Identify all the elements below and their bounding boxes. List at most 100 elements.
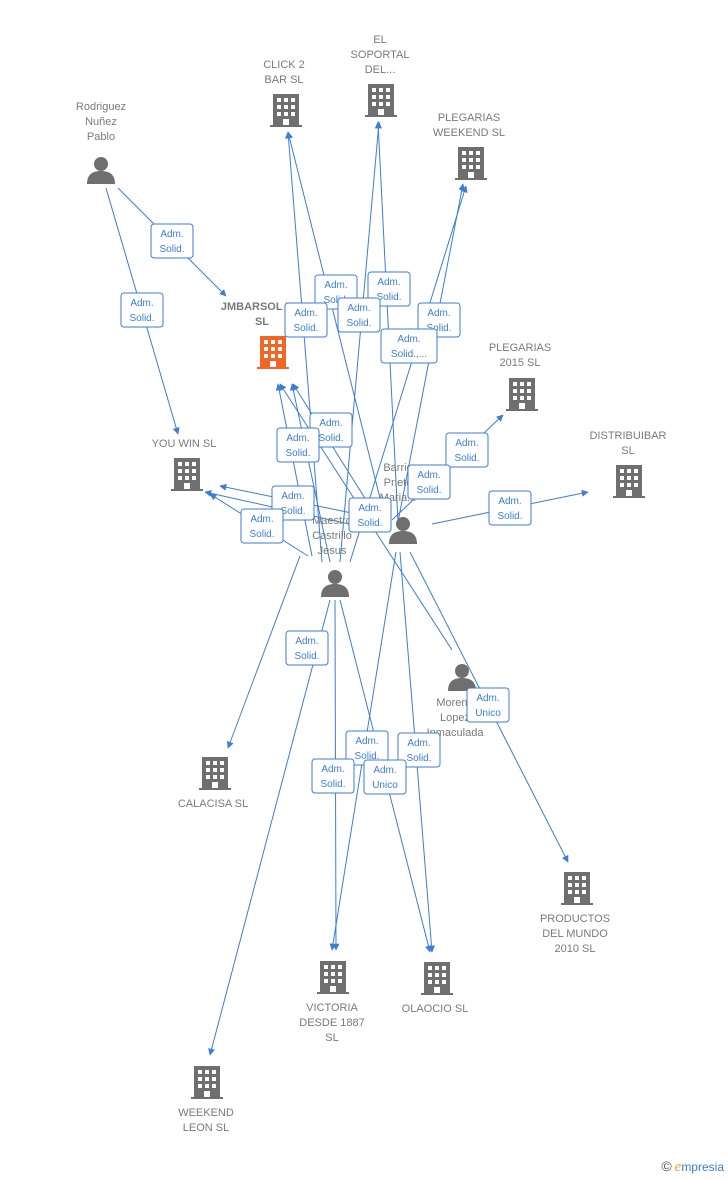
- node-label: PLEGARIAS: [489, 342, 551, 354]
- role-badge-text: Adm.: [319, 418, 342, 429]
- role-badge[interactable]: Adm. Solid.: [488, 490, 532, 526]
- person-icon: [87, 157, 115, 184]
- building-icon: [257, 336, 289, 369]
- node-label: WEEKEND: [178, 1107, 234, 1119]
- building-icon: [613, 465, 645, 498]
- role-badge-text: Solid.: [323, 295, 348, 306]
- role-badge-box: [284, 302, 328, 338]
- role-badge[interactable]: Adm.Solid.: [397, 732, 441, 768]
- role-badge-text: Adm.: [358, 503, 381, 514]
- role-badge[interactable]: Adm. Solid.: [240, 508, 284, 544]
- node-label: Pablo: [87, 131, 115, 143]
- node-label: DEL MUNDO: [542, 928, 608, 940]
- node-olaocio[interactable]: OLAOCIO SL: [402, 962, 469, 1015]
- role-badge[interactable]: Adm.Solid.: [150, 223, 194, 259]
- role-badge-box: [150, 223, 194, 259]
- role-badge-text: Adm.: [294, 308, 317, 319]
- role-badge-text: Adm.: [455, 438, 478, 449]
- person-icon: [321, 570, 349, 597]
- role-badge[interactable]: Adm.Unico: [466, 687, 510, 723]
- role-badge-text: Solid.: [376, 292, 401, 303]
- role-badge-text: Solid.: [294, 651, 319, 662]
- role-badge[interactable]: Adm.Solid.: [348, 497, 392, 533]
- node-weekendleon[interactable]: WEEKEND LEON SL: [178, 1066, 234, 1134]
- role-badge-text: Solid.: [346, 318, 371, 329]
- building-icon: [455, 147, 487, 180]
- role-badge-text: Solid.: [406, 753, 431, 764]
- role-badge-text: Adm.: [250, 514, 273, 525]
- node-youwin[interactable]: YOU WIN SL: [152, 438, 217, 491]
- person-icon: [389, 517, 417, 544]
- role-badge-text: Adm.: [498, 496, 521, 507]
- role-badge[interactable]: Adm. Solid.: [445, 432, 489, 468]
- node-label: LEON SL: [183, 1122, 229, 1134]
- node-label: WEEKEND SL: [433, 127, 505, 139]
- role-badge-text: Adm.: [160, 229, 183, 240]
- role-badge[interactable]: Adm.Solid.: [311, 758, 355, 794]
- node-label: JMBARSOL XXI: [221, 301, 303, 313]
- role-badge-text: Solid.: [249, 529, 274, 540]
- role-badge-text: Adm.: [427, 308, 450, 319]
- role-badge-text: Solid.,...: [391, 349, 427, 360]
- role-badge-box: [348, 497, 392, 533]
- role-badge[interactable]: Adm.Solid.: [407, 464, 451, 500]
- node-label: SOPORTAL: [351, 49, 410, 61]
- role-badge-text: Solid.: [497, 511, 522, 522]
- role-badge-text: Solid.: [426, 323, 451, 334]
- relationship-edge: [286, 131, 387, 523]
- role-badge[interactable]: Adm.Solid.: [120, 292, 164, 328]
- node-label: Nuñez: [85, 116, 117, 128]
- role-badge[interactable]: Adm.Solid.: [276, 427, 320, 463]
- role-badge-text: Solid.: [129, 313, 154, 324]
- role-badge-text: Solid.: [280, 506, 305, 517]
- role-badge[interactable]: Adm.Solid.: [337, 297, 381, 333]
- role-badge-box: [285, 630, 329, 666]
- role-badge[interactable]: Adm.Solid.: [367, 271, 411, 307]
- node-label: Jesus: [318, 545, 347, 557]
- role-badge-text: Solid.: [285, 448, 310, 459]
- role-badge[interactable]: Adm.Unico: [363, 759, 407, 795]
- role-badge[interactable]: Adm. Solid.: [285, 630, 329, 666]
- node-soportal[interactable]: ELSOPORTALDEL...: [351, 34, 410, 117]
- node-label: YOU WIN SL: [152, 438, 217, 450]
- node-barrio[interactable]: BarrioPrietoMaria...: [380, 462, 417, 544]
- node-label: Prieto: [384, 477, 413, 489]
- role-badge-text: Adm.: [295, 636, 318, 647]
- node-label: OLAOCIO SL: [402, 1003, 469, 1015]
- node-label: PRODUCTOS: [540, 913, 610, 925]
- role-badge-box: [445, 432, 489, 468]
- role-badge-box: [240, 508, 284, 544]
- node-label: SL: [325, 1032, 338, 1044]
- building-icon: [191, 1066, 223, 1099]
- role-badge-box: [337, 297, 381, 333]
- node-label: CALACISA SL: [178, 798, 248, 810]
- role-badge-text: Adm.: [397, 334, 420, 345]
- building-icon: [270, 94, 302, 127]
- copyright-symbol: ©: [661, 1158, 672, 1174]
- role-badge-text: Unico: [475, 708, 501, 719]
- role-badge-text: Solid.: [454, 453, 479, 464]
- node-label: Inmaculada: [427, 727, 485, 739]
- role-badge[interactable]: Adm.Solid.: [284, 302, 328, 338]
- node-calacisa[interactable]: CALACISA SL: [178, 757, 248, 810]
- role-badge-box: [380, 328, 438, 364]
- role-badge-text: Adm.: [321, 764, 344, 775]
- relationship-edge: [226, 555, 301, 749]
- node-label: Barrio: [383, 462, 412, 474]
- role-badge-box: [466, 687, 510, 723]
- role-badge-box: [407, 464, 451, 500]
- role-badge[interactable]: Adm. Solid.,...: [380, 328, 438, 364]
- node-label: Castrillo: [312, 530, 352, 542]
